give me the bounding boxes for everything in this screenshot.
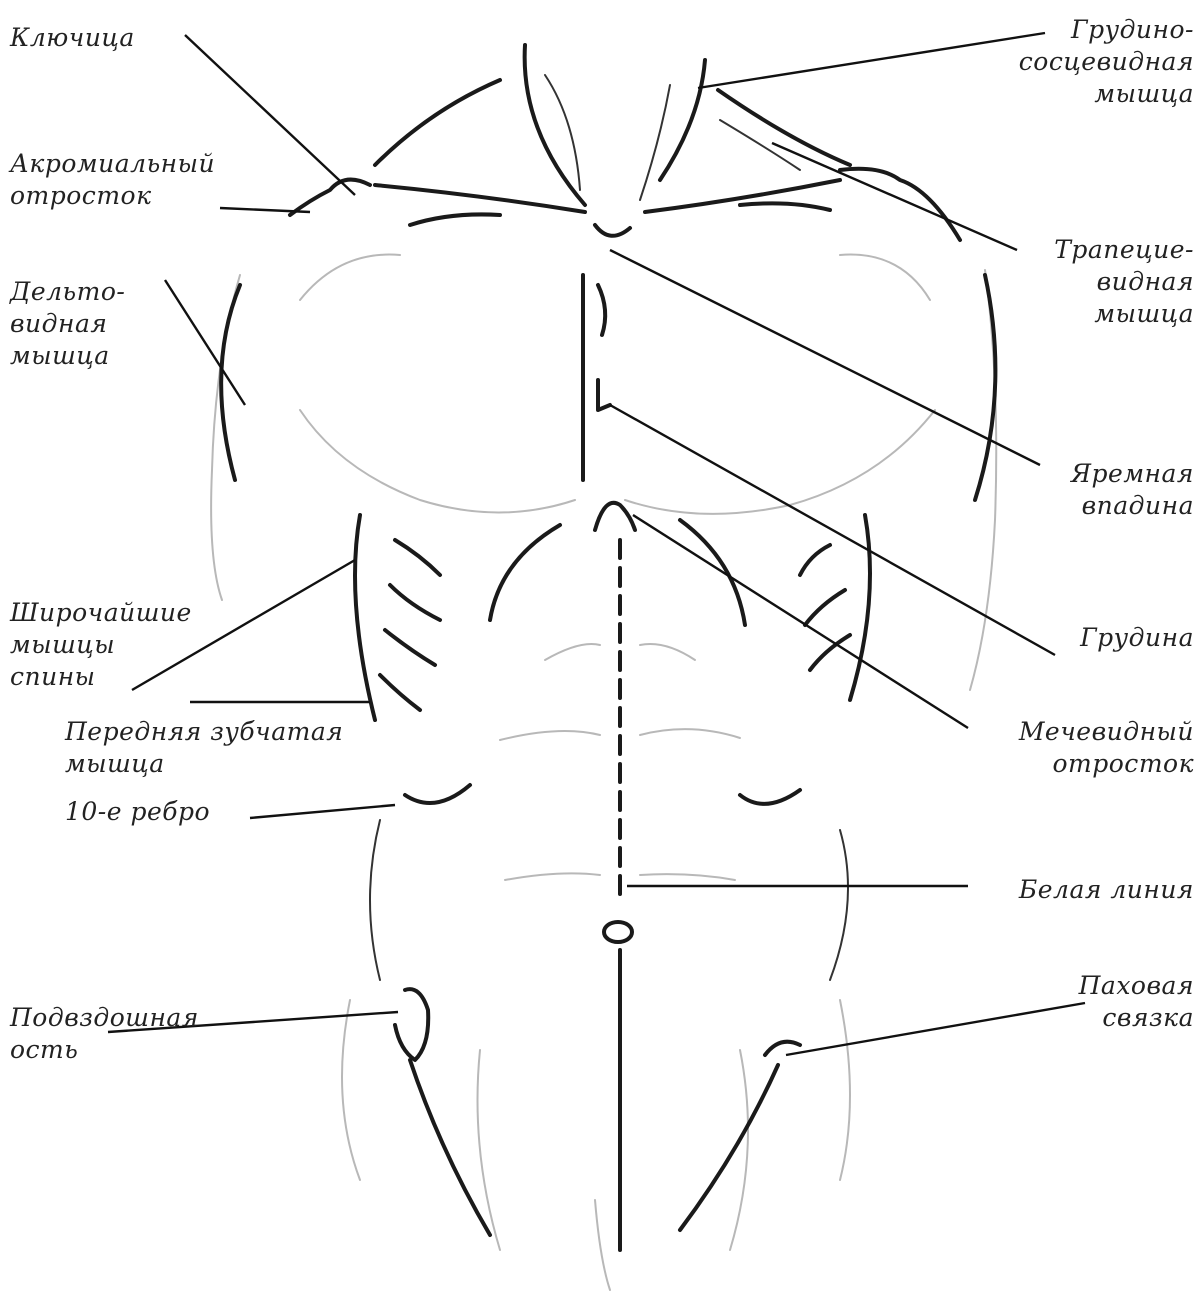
- leader-lines: [108, 33, 1085, 1055]
- label-yaremnaya: Яремная впадина: [1071, 458, 1194, 522]
- label-belaya: Белая линия: [1019, 874, 1194, 906]
- leader-rebro: [250, 805, 395, 818]
- label-line: Подвздошная: [10, 1002, 199, 1034]
- leader-trapetsie: [772, 143, 1017, 250]
- label-line: ость: [10, 1034, 199, 1066]
- label-line: впадина: [1071, 490, 1194, 522]
- leader-yaremnaya: [610, 250, 1040, 465]
- label-line: 10-е ребро: [65, 796, 210, 828]
- label-perednyaya: Передняя зубчатая мышца: [65, 716, 343, 780]
- label-line: Белая линия: [1019, 874, 1194, 906]
- label-line: связка: [1079, 1002, 1194, 1034]
- label-pakhovaya: Паховая связка: [1079, 970, 1194, 1034]
- label-line: мышца: [10, 340, 125, 372]
- label-line: видная: [10, 308, 125, 340]
- label-line: Широчайшие: [10, 597, 192, 629]
- label-line: отросток: [1019, 748, 1194, 780]
- label-line: видная: [1054, 266, 1194, 298]
- label-klyuchitsa: Ключица: [10, 22, 135, 54]
- label-grudino: Грудино- сосцевидная мышца: [1019, 14, 1194, 110]
- label-line: Дельто-: [10, 276, 125, 308]
- label-akromialny: Акромиальный отросток: [10, 148, 215, 212]
- leader-mechevidny: [633, 515, 968, 728]
- label-line: Грудино-: [1019, 14, 1194, 46]
- label-mechevidny: Мечевидный отросток: [1019, 716, 1194, 780]
- label-line: Мечевидный: [1019, 716, 1194, 748]
- leader-pakhovaya: [786, 1003, 1085, 1055]
- label-grudina: Грудина: [1080, 622, 1194, 654]
- label-trapetsie: Трапецие- видная мышца: [1054, 234, 1194, 330]
- label-line: Яремная: [1071, 458, 1194, 490]
- label-line: Акромиальный: [10, 148, 215, 180]
- label-line: Паховая: [1079, 970, 1194, 1002]
- leader-grudino: [698, 33, 1045, 88]
- label-deltovidnaya: Дельто- видная мышца: [10, 276, 125, 372]
- label-shirochayshie: Широчайшие мышцы спины: [10, 597, 192, 693]
- label-line: мышцы: [10, 629, 192, 661]
- label-line: Ключица: [10, 22, 135, 54]
- body-outline: [221, 45, 995, 1250]
- label-line: Грудина: [1080, 622, 1194, 654]
- label-line: сосцевидная: [1019, 46, 1194, 78]
- label-line: Передняя зубчатая: [65, 716, 343, 748]
- label-line: Трапецие-: [1054, 234, 1194, 266]
- label-rebro: 10-е ребро: [65, 796, 210, 828]
- label-line: отросток: [10, 180, 215, 212]
- label-line: мышца: [65, 748, 343, 780]
- label-line: мышца: [1054, 298, 1194, 330]
- label-line: спины: [10, 661, 192, 693]
- label-line: мышца: [1019, 78, 1194, 110]
- label-podvzdoshnaya: Подвздошная ость: [10, 1002, 199, 1066]
